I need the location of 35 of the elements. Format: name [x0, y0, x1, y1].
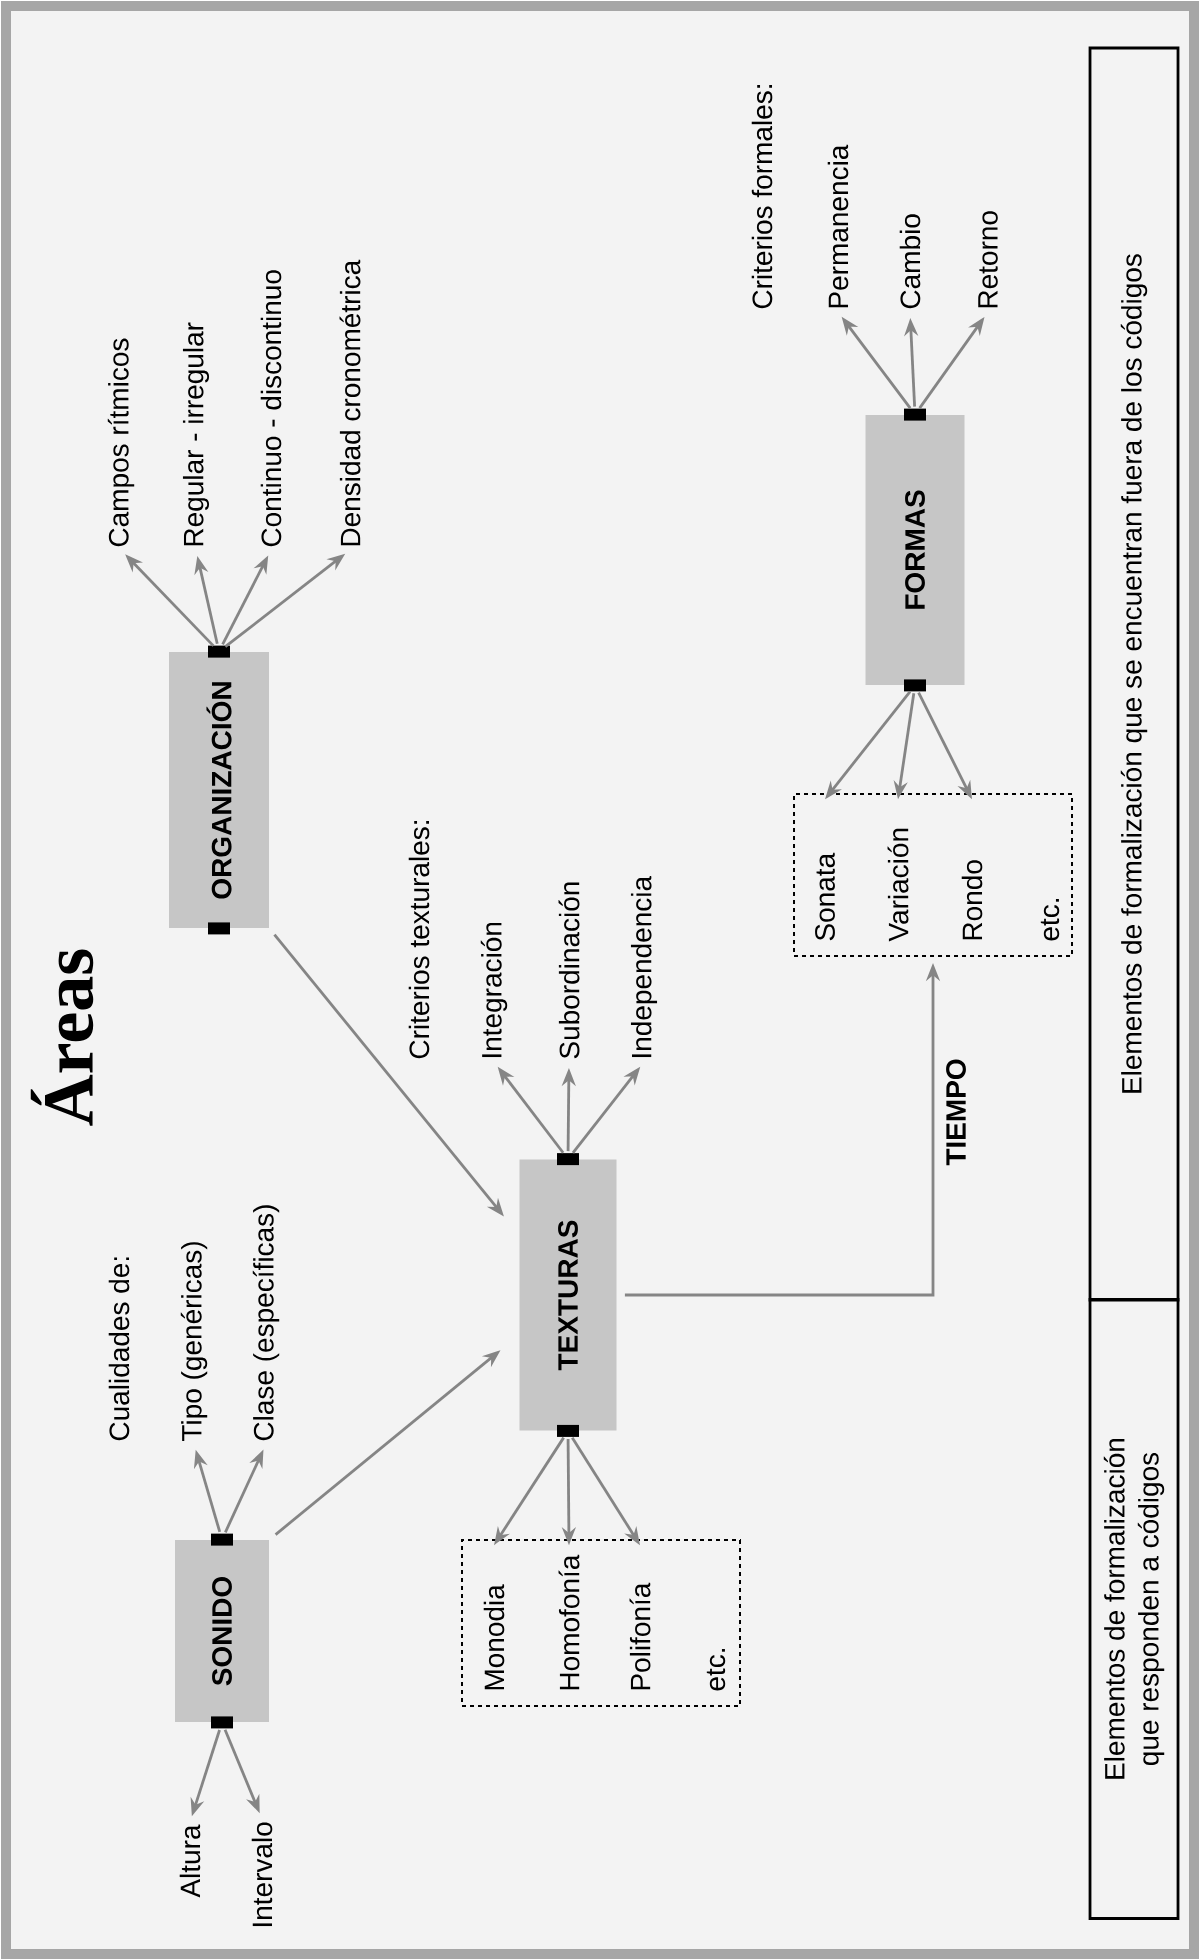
item-label: Tipo (genéricas)	[180, 1242, 208, 1441]
item-label: etc.	[706, 1649, 726, 1691]
table-cell: Elementos de formalización que responden a códigos	[1088, 1298, 1180, 1920]
note: Criterios formales:	[751, 85, 773, 309]
item-label: Campos rítmicos	[107, 338, 135, 547]
note: Cualidades de:	[108, 1257, 130, 1441]
note: Criterios texturales:	[408, 821, 430, 1059]
item-label: Cambio	[899, 214, 921, 309]
item-label: Monodia	[483, 1584, 505, 1690]
area-box: FORMAS	[865, 408, 965, 692]
area-box: SONIDO	[175, 1533, 269, 1729]
item-label: Altura	[179, 1824, 201, 1898]
title: Áreas	[30, 949, 94, 1126]
item-label: Polifonía	[629, 1582, 651, 1690]
item-label: Subordinación	[558, 882, 580, 1059]
item-label: Regular - irregular	[182, 322, 210, 546]
item-label: etc.	[1040, 899, 1060, 941]
item-label: Clase (específicas)	[252, 1205, 280, 1441]
edge-label: TIEMPO	[946, 1059, 966, 1166]
item-label: Intervalo	[251, 1822, 273, 1927]
item-label: Integración	[480, 922, 508, 1058]
table-cell: Elementos de formalización que se encuentran fuera de los códigos	[1088, 46, 1180, 1302]
group-frame	[461, 1539, 741, 1707]
item-label: Homofonía	[558, 1554, 580, 1690]
item-label: Permanencia	[827, 144, 849, 308]
item-label: Sonata	[815, 852, 835, 941]
item-label: Variación	[887, 828, 909, 942]
area-box: TEXTURAS	[519, 1153, 617, 1437]
area-box: ORGANIZACIÓN	[169, 645, 269, 935]
item-label: Retorno	[978, 211, 998, 308]
item-label: Continuo - discontinuo	[260, 270, 282, 547]
group-frame	[793, 793, 1073, 957]
item-label: Independencia	[630, 875, 658, 1058]
item-label: Densidad cronométrica	[339, 259, 361, 546]
item-label: Rondo	[961, 860, 983, 940]
